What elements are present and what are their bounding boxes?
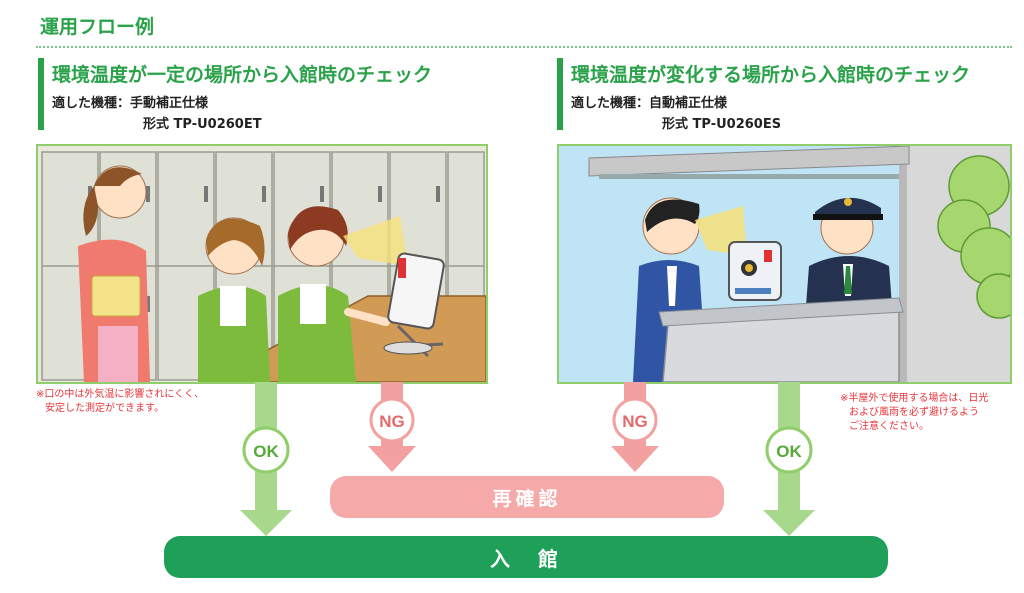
office-entry-illustration bbox=[38, 146, 486, 382]
right-ng-badge bbox=[612, 397, 658, 443]
left-illustration-frame bbox=[36, 144, 488, 384]
left-section-title: 環境温度が一定の場所から入館時のチェック bbox=[52, 64, 433, 86]
entry-bar: 入 館 bbox=[164, 536, 888, 578]
left-note: ※口の中は外気温に影響されにくく、 安定した測定ができます。 bbox=[36, 388, 204, 416]
dotted-divider bbox=[36, 46, 1012, 48]
page-title: 運用フロー例 bbox=[40, 16, 155, 38]
flow-arrows: OK NG NG OK bbox=[240, 382, 815, 536]
left-note-line: 安定した測定ができます。 bbox=[45, 403, 164, 414]
left-note-line: ※口の中は外気温に影響されにくく、 bbox=[36, 389, 205, 400]
left-accent-bar bbox=[38, 58, 44, 130]
recheck-label: 再確認 bbox=[492, 487, 562, 510]
left-model-type: 適した機種：手動補正仕様 bbox=[52, 96, 209, 111]
left-model-code: 形式 TP-U0260ET bbox=[143, 117, 262, 132]
right-illustration-frame bbox=[557, 144, 1012, 384]
right-ok-label: OK bbox=[776, 442, 802, 461]
left-ok-badge bbox=[242, 426, 290, 474]
left-ng-label: NG bbox=[379, 412, 405, 431]
entry-label: 入 館 bbox=[490, 546, 562, 571]
right-model-type: 適した機種：自動補正仕様 bbox=[571, 96, 728, 111]
right-note-line: および風雨を必ず避けるよう bbox=[849, 407, 979, 418]
right-note-line: ※半屋外で使用する場合は、日光 bbox=[840, 393, 989, 404]
recheck-bar: 再確認 bbox=[330, 476, 724, 518]
right-note: ※半屋外で使用する場合は、日光 および風雨を必ず避けるよう ご注意ください。 bbox=[840, 392, 988, 434]
right-accent-bar bbox=[557, 58, 563, 130]
right-section-title: 環境温度が変化する場所から入館時のチェック bbox=[571, 64, 971, 86]
left-ok-label: OK bbox=[253, 442, 279, 461]
right-model-code: 形式 TP-U0260ES bbox=[662, 117, 782, 132]
left-ng-badge bbox=[369, 397, 415, 443]
right-note-line: ご注意ください。 bbox=[849, 421, 929, 432]
right-ok-badge bbox=[765, 426, 813, 474]
right-ng-label: NG bbox=[622, 412, 648, 431]
reception-booth-illustration bbox=[559, 146, 1010, 382]
